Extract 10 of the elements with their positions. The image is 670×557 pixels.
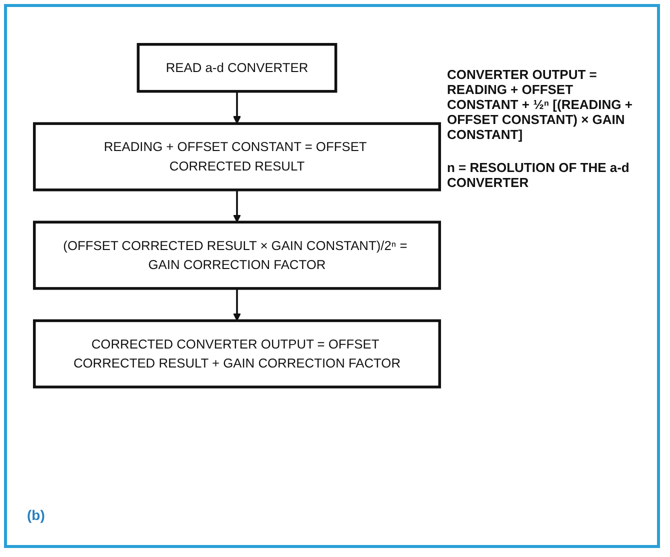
process-box: READING + OFFSET CONSTANT = OFFSET CORRECTED RESULT bbox=[32, 122, 442, 192]
process-box: CORRECTED CONVERTER OUTPUT = OFFSET CORRECTED RESULT + GAIN CORRECTION FACTOR bbox=[32, 319, 442, 388]
figure-label: (b) bbox=[27, 507, 45, 523]
process-box: READ a-d CONVERTER bbox=[136, 42, 338, 93]
arrow bbox=[232, 91, 242, 124]
definition-note: n = RESOLUTION OF THE a-d CONVERTER bbox=[447, 160, 630, 190]
process-box: (OFFSET CORRECTED RESULT × GAIN CONSTANT)/2ⁿ = GAIN CORRECTION FACTOR bbox=[32, 220, 442, 290]
formula-note: CONVERTER OUTPUT = READING + OFFSET CONSTANT + ½ⁿ [(READING + OFFSET CONSTANT) × GAIN CONSTANT] bbox=[447, 67, 634, 142]
arrow bbox=[232, 288, 242, 322]
arrow bbox=[232, 190, 242, 222]
